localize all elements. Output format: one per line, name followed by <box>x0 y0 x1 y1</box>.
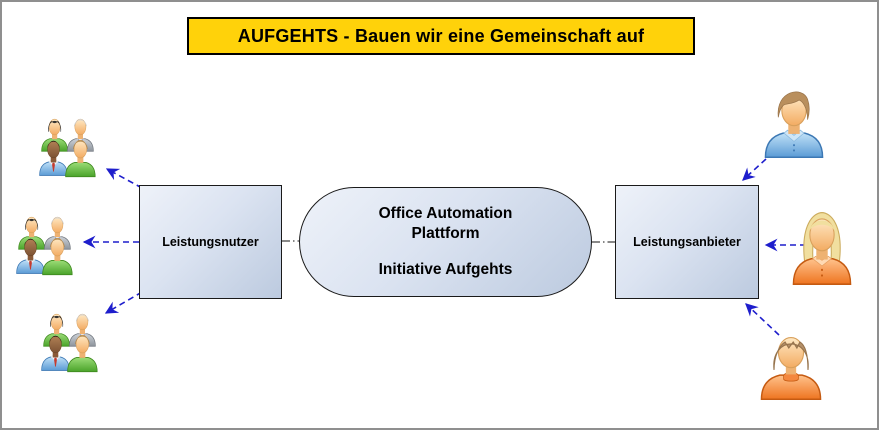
node-office-automation-plattform: Office Automation Plattform Initiative A… <box>299 187 592 297</box>
user-group-icon-middle <box>12 210 77 276</box>
edge-nutzer-group-top <box>105 168 143 189</box>
edge-nutzer-group-bottom <box>104 291 143 314</box>
female-user-brown-icon <box>760 336 822 400</box>
center-node-line2: Plattform <box>411 224 480 242</box>
female-user-blonde-icon <box>792 211 852 285</box>
center-node-line1: Office Automation <box>378 205 513 223</box>
node-leistungsnutzer: Leistungsnutzer <box>139 185 282 299</box>
center-node-line3: Initiative Aufgehts <box>378 261 513 279</box>
male-user-blue-icon <box>764 91 824 158</box>
edge-person-top-anbieter <box>742 158 767 181</box>
node-leistungsnutzer-label: Leistungsnutzer <box>162 235 259 249</box>
title-banner: AUFGEHTS - Bauen wir eine Gemeinschaft a… <box>187 17 695 55</box>
node-leistungsanbieter-label: Leistungsanbieter <box>633 235 741 249</box>
user-group-icon-top <box>35 112 100 178</box>
user-group-icon-bottom <box>37 307 102 373</box>
node-leistungsanbieter: Leistungsanbieter <box>615 185 759 299</box>
title-banner-label: AUFGEHTS - Bauen wir eine Gemeinschaft a… <box>237 25 645 46</box>
